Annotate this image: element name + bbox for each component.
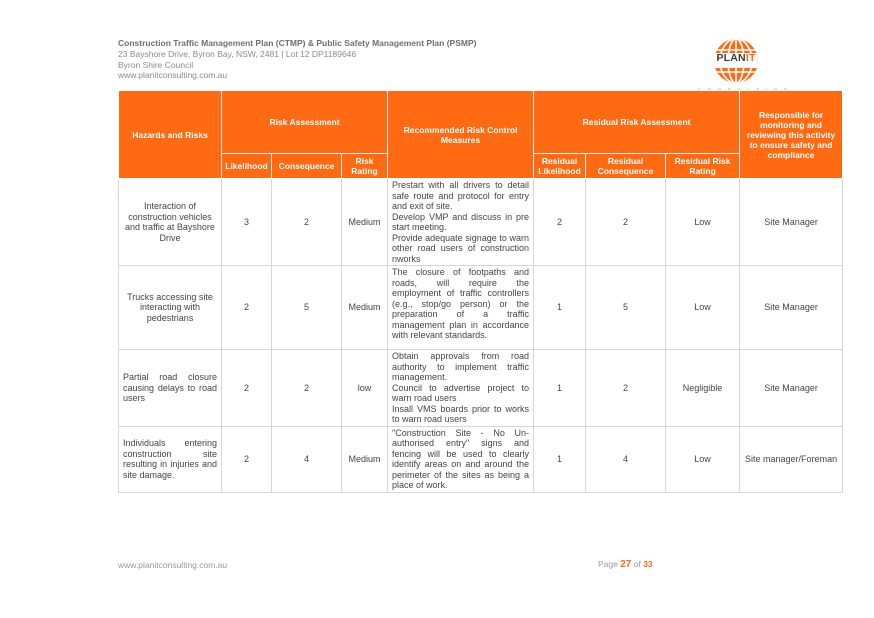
measure-line: Provide adequate signage to warn other r… [392,232,530,264]
control-measures-cell: The closure of footpaths and roads, will… [387,265,535,350]
consequence-cell: 4 [271,425,342,493]
table-row: Trucks accessing site interacting with p… [118,265,844,350]
measure-line: Prestart with all drivers to detail safe… [392,180,530,211]
residual-rating-cell: Negligible [665,349,741,427]
consequence-cell: 5 [271,265,342,350]
likelihood-header: Likelihood [221,153,272,179]
consequence-cell: 2 [271,178,342,266]
site-address: 23 Bayshore Drive, Byron Bay, NSW, 2481 … [118,49,357,59]
responsible-cell: Site manager/Foreman [739,425,844,493]
likelihood-cell: 2 [221,425,272,493]
measure-line: "Construction Site - No Un-authorised en… [392,427,530,491]
residual-likelihood-header: Residual Likelihood [533,153,587,179]
residual-likelihood-cell: 1 [533,349,587,427]
footer-website: www.planitconsulting.com.au [118,560,228,570]
responsible-cell: Site Manager [739,178,844,266]
residual-likelihood-cell: 2 [533,178,587,266]
page-total: 33 [643,559,653,569]
page-label: Page [598,559,618,569]
risk-rating-cell: low [340,349,389,427]
logo-subtitle: CONSULTING [698,87,794,92]
residual-consequence-cell: 4 [585,425,667,493]
residual-consequence-header: Residual Consequence [585,153,667,179]
residual-rating-header: Residual Risk Rating [665,153,741,179]
document-title: Construction Traffic Management Plan (CT… [118,38,477,48]
residual-consequence-cell: 2 [585,349,667,427]
table-row: Individuals entering construction site r… [118,425,844,493]
likelihood-cell: 3 [221,178,272,266]
consequence-cell: 2 [271,349,342,427]
residual-likelihood-cell: 1 [533,425,587,493]
responsible-header: Responsible for monitoring and reviewing… [739,90,844,179]
measure-line: The closure of footpaths and roads, will… [392,267,530,340]
logo-wordmark: PLANIT [716,52,756,64]
of-label: of [633,559,641,569]
risk-rating-cell: Medium [340,425,389,493]
measure-line: Insall VMS boards prior to works to warn… [392,403,530,425]
residual-rating-cell: Low [665,265,741,350]
page-indicator: Page 27 of 33 [598,559,653,570]
risk-assessment-table: Hazards and Risks Risk Assessment Recomm… [118,90,844,493]
likelihood-cell: 2 [221,349,272,427]
table-row: Partial road closure causing delays to r… [118,349,844,427]
responsible-cell: Site Manager [739,349,844,427]
control-measures-cell: Prestart with all drivers to detail safe… [387,178,535,266]
residual-rating-cell: Low [665,178,741,266]
hazard-cell: Partial road closure causing delays to r… [118,349,222,427]
residual-likelihood-cell: 1 [533,265,587,350]
risk-rating-cell: Medium [340,178,389,266]
hazards-header: Hazards and Risks [118,90,222,179]
hazard-cell: Interaction of construction vehicles and… [118,178,222,266]
hazard-cell: Individuals entering construction site r… [118,425,222,493]
risk-rating-header: Risk Rating [340,153,389,179]
header-website: www.planitconsulting.com.au [118,70,228,80]
residual-consequence-cell: 5 [585,265,667,350]
council-name: Byron Shire Council [118,59,194,70]
globe-icon [714,39,758,83]
control-measures-header: Recommended Risk Control Measures [387,90,535,179]
risk-rating-cell: Medium [340,265,389,350]
responsible-cell: Site Manager [739,265,844,350]
residual-rating-cell: Low [665,425,741,493]
control-measures-cell: "Construction Site - No Un-authorised en… [387,425,535,493]
document-header: Construction Traffic Management Plan (CT… [118,38,476,81]
residual-consequence-cell: 2 [585,178,667,266]
measure-line: Obtain approvals from road authority to … [392,351,530,382]
planit-logo: PLANIT CONSULTING [698,38,787,94]
measure-line: Council to advertise project to warn roa… [392,382,530,404]
risk-assessment-header: Risk Assessment [220,90,389,154]
residual-assessment-header: Residual Risk Assessment [533,90,741,154]
likelihood-cell: 2 [221,265,272,350]
control-measures-cell: Obtain approvals from road authority to … [387,349,535,427]
table-row: Interaction of construction vehicles and… [118,178,844,266]
page-number: 27 [620,559,632,570]
measure-line: Develop VMP and discuss in pre start mee… [392,211,530,233]
consequence-header: Consequence [271,153,342,179]
hazard-cell: Trucks accessing site interacting with p… [118,265,222,350]
